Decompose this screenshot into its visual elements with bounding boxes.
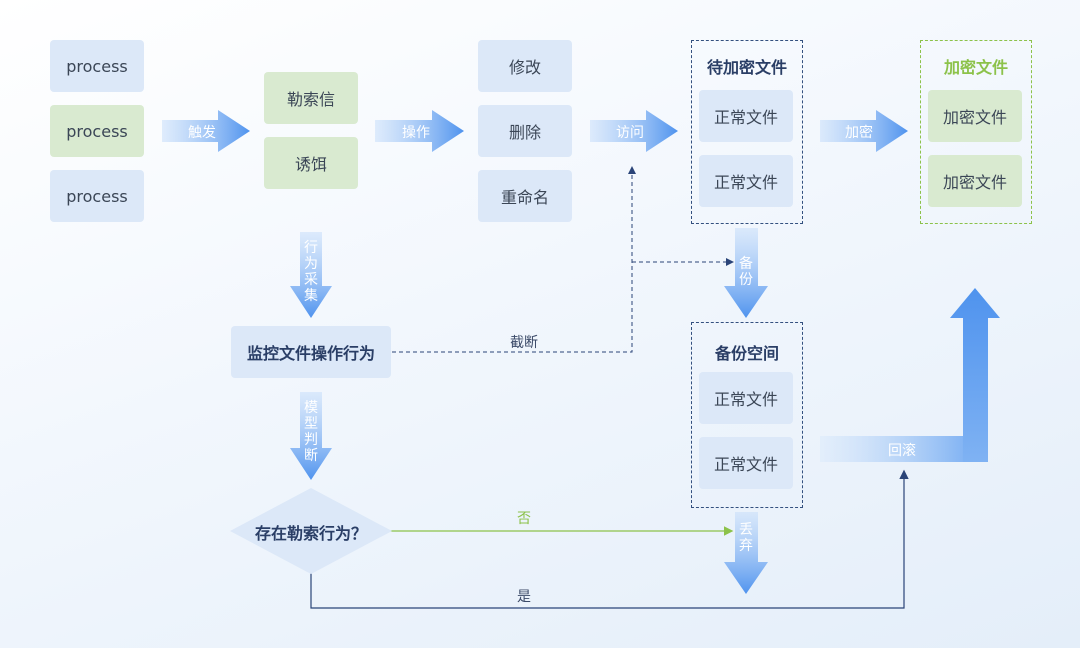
- encrypted-file-box-1: 加密文件: [928, 90, 1022, 142]
- file-label: 正常文件: [713, 108, 778, 127]
- decision-label: 存在勒索行为？: [254, 524, 367, 543]
- collect-label: 行为采集: [304, 240, 318, 304]
- arrow-access: [590, 110, 678, 152]
- operation-rename-box: 重命名: [478, 170, 572, 222]
- process-box-1: process: [50, 40, 144, 92]
- backup-file-box-2: 正常文件: [699, 437, 793, 489]
- decision-diamond: [230, 488, 392, 574]
- arrow-operate: [375, 110, 464, 152]
- file-label: 正常文件: [713, 173, 778, 192]
- monitor-box: 监控文件操作行为: [231, 326, 391, 378]
- pending-files-frame: [691, 40, 803, 224]
- no-label: 否: [517, 511, 531, 527]
- model-label: 模型判断: [304, 400, 318, 464]
- intercept-line: [392, 166, 636, 353]
- operation-label: 修改: [508, 58, 541, 77]
- arrow-collect: [290, 232, 332, 318]
- backup-space-frame: [691, 322, 803, 508]
- pending-file-box-1: 正常文件: [699, 90, 793, 142]
- file-label: 正常文件: [713, 390, 778, 409]
- arrow-backup: [724, 228, 768, 318]
- encrypt-label: 加密: [845, 125, 873, 141]
- intercept-label: 截断: [510, 335, 538, 351]
- bait-label: 诱饵: [294, 155, 327, 174]
- arrow-rollback-band: [820, 436, 988, 462]
- process-label: process: [66, 121, 128, 141]
- arrow-trigger: [162, 110, 250, 152]
- pending-file-box-2: 正常文件: [699, 155, 793, 207]
- arrow-rollback-up: [950, 288, 1000, 462]
- yes-line: [310, 469, 909, 609]
- process-box-3: process: [50, 170, 144, 222]
- file-label: 加密文件: [942, 173, 1007, 192]
- backup-label: 备份: [739, 256, 753, 288]
- ransom-note-label: 勒索信: [286, 90, 335, 109]
- encrypted-files-title: 加密文件: [943, 58, 1008, 77]
- file-label: 正常文件: [713, 455, 778, 474]
- trigger-label: 触发: [188, 125, 216, 141]
- operate-label: 操作: [402, 125, 430, 141]
- encrypted-files-frame: [920, 40, 1032, 224]
- ransom-note-box: 勒索信: [264, 72, 358, 124]
- arrow-discard: [724, 512, 768, 594]
- backup-space-title: 备份空间: [714, 344, 779, 363]
- arrow-model: [290, 392, 332, 480]
- rollback-label: 回滚: [888, 443, 916, 459]
- encrypted-file-box-2: 加密文件: [928, 155, 1022, 207]
- bait-box: 诱饵: [264, 137, 358, 189]
- operation-modify-box: 修改: [478, 40, 572, 92]
- arrow-encrypt: [820, 110, 908, 152]
- access-label: 访问: [616, 125, 644, 141]
- operation-label: 删除: [508, 123, 541, 142]
- operation-delete-box: 删除: [478, 105, 572, 157]
- process-label: process: [66, 186, 128, 206]
- process-label: process: [66, 56, 128, 76]
- operation-label: 重命名: [500, 188, 549, 207]
- discard-label: 丢弃: [739, 522, 753, 554]
- pending-files-title: 待加密文件: [706, 58, 787, 77]
- monitor-label: 监控文件操作行为: [246, 344, 375, 363]
- process-box-2: process: [50, 105, 144, 157]
- backup-file-box-1: 正常文件: [699, 372, 793, 424]
- yes-label: 是: [517, 589, 531, 605]
- file-label: 加密文件: [942, 108, 1007, 127]
